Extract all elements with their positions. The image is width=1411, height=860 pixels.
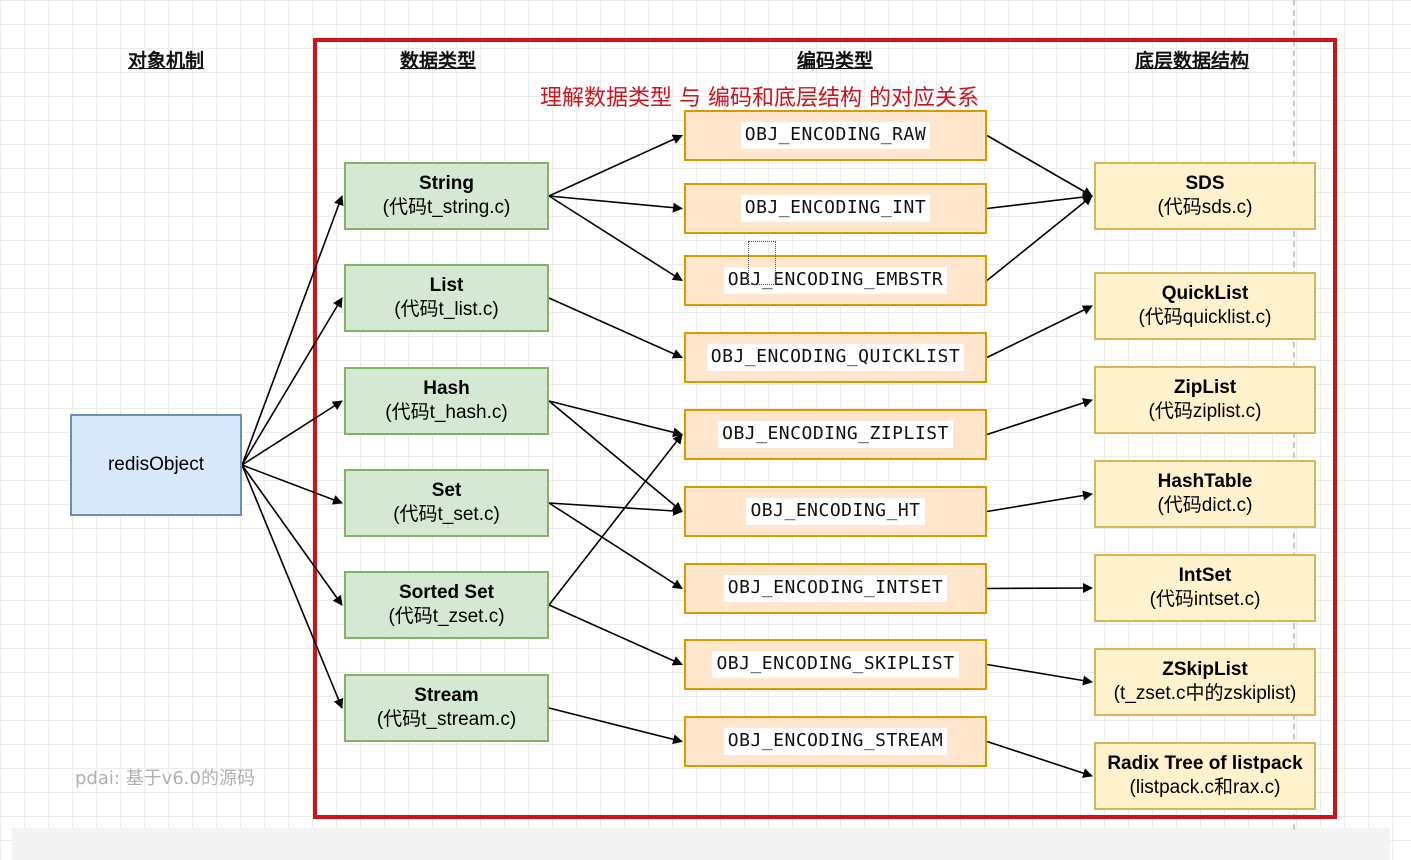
source-watermark: pdai: 基于v6.0的源码 bbox=[75, 768, 255, 789]
connector-arrow bbox=[241, 464, 343, 505]
data-type-source: (代码t_list.c) bbox=[394, 299, 499, 320]
encoding-label: OBJ_ENCODING_INT bbox=[740, 195, 931, 222]
data-type-source: (代码t_stream.c) bbox=[376, 709, 517, 730]
data-type-name: Sorted Set bbox=[398, 582, 495, 604]
data-type-stream[interactable]: Stream (代码t_stream.c) bbox=[344, 674, 549, 742]
selection-marker bbox=[748, 241, 776, 285]
structure-name: IntSet bbox=[1178, 565, 1232, 587]
connector-arrow bbox=[986, 305, 1093, 359]
header-encodings: 编码类型 bbox=[796, 50, 873, 72]
data-type-hash[interactable]: Hash (代码t_hash.c) bbox=[344, 367, 549, 435]
redis-object-node[interactable]: redisObject bbox=[70, 414, 242, 516]
connector-arrow bbox=[986, 490, 1093, 513]
structure-name: Radix Tree of listpack bbox=[1107, 753, 1303, 775]
connector-arrow bbox=[241, 297, 343, 466]
highlight-frame bbox=[313, 38, 1337, 819]
structure-name: ZSkipList bbox=[1162, 659, 1248, 681]
data-type-source: (代码t_string.c) bbox=[382, 197, 511, 218]
structure-name: QuickList bbox=[1161, 283, 1249, 305]
encoding-label: OBJ_ENCODING_RAW bbox=[740, 122, 931, 149]
structure-name: ZipList bbox=[1173, 377, 1237, 399]
structure-ziplist[interactable]: ZipList (代码ziplist.c) bbox=[1094, 366, 1316, 434]
encoding-label: OBJ_ENCODING_EMBSTR bbox=[723, 267, 948, 294]
encoding-label: OBJ_ENCODING_QUICKLIST bbox=[706, 344, 965, 371]
structure-name: SDS bbox=[1185, 173, 1225, 195]
data-type-name: List bbox=[429, 275, 464, 297]
encoding-label: OBJ_ENCODING_ZIPLIST bbox=[718, 421, 953, 448]
structure-source: (代码quicklist.c) bbox=[1138, 307, 1272, 328]
connector-arrow bbox=[986, 583, 1093, 594]
connector-arrow bbox=[548, 707, 683, 745]
structure-sds[interactable]: SDS (代码sds.c) bbox=[1094, 162, 1316, 230]
connector-arrow bbox=[548, 400, 683, 438]
encoding-int[interactable]: OBJ_ENCODING_INT bbox=[684, 183, 987, 234]
encoding-label: OBJ_ENCODING_STREAM bbox=[723, 728, 948, 755]
structure-zskiplist[interactable]: ZSkipList (t_zset.c中的zskiplist) bbox=[1094, 648, 1316, 716]
encoding-label: OBJ_ENCODING_INTSET bbox=[723, 575, 948, 602]
connector-arrow bbox=[986, 192, 1093, 210]
connector-arrow bbox=[548, 400, 683, 513]
encoding-quicklist[interactable]: OBJ_ENCODING_QUICKLIST bbox=[684, 332, 987, 383]
header-object-mechanism: 对象机制 bbox=[127, 50, 204, 72]
connector-arrow bbox=[548, 297, 683, 359]
encoding-ziplist[interactable]: OBJ_ENCODING_ZIPLIST bbox=[684, 409, 987, 460]
connector-arrow bbox=[986, 740, 1093, 778]
encoding-stream[interactable]: OBJ_ENCODING_STREAM bbox=[684, 716, 987, 767]
connector-arrow bbox=[986, 134, 1093, 197]
encoding-embstr[interactable]: OBJ_ENCODING_EMBSTR bbox=[684, 255, 987, 306]
data-type-string[interactable]: String (代码t_string.c) bbox=[344, 162, 549, 230]
encoding-intset[interactable]: OBJ_ENCODING_INTSET bbox=[684, 563, 987, 614]
structure-source: (代码sds.c) bbox=[1157, 197, 1253, 218]
structure-source: (listpack.c和rax.c) bbox=[1129, 777, 1281, 798]
header-data-types: 数据类型 bbox=[399, 50, 476, 72]
encoding-label: OBJ_ENCODING_SKIPLIST bbox=[712, 651, 959, 678]
encoding-raw[interactable]: OBJ_ENCODING_RAW bbox=[684, 110, 987, 161]
connector-arrow bbox=[548, 134, 683, 197]
encoding-ht[interactable]: OBJ_ENCODING_HT bbox=[684, 486, 987, 537]
structure-name: HashTable bbox=[1157, 471, 1253, 493]
data-type-set[interactable]: Set (代码t_set.c) bbox=[344, 469, 549, 537]
connector-arrow bbox=[548, 502, 683, 516]
data-type-name: Set bbox=[431, 480, 462, 502]
data-type-source: (代码t_zset.c) bbox=[388, 606, 505, 627]
connector-arrow bbox=[241, 464, 344, 709]
structure-source: (t_zset.c中的zskiplist) bbox=[1113, 683, 1297, 704]
encoding-skiplist[interactable]: OBJ_ENCODING_SKIPLIST bbox=[684, 639, 987, 690]
connector-arrow bbox=[241, 195, 344, 466]
connector-arrow bbox=[241, 400, 343, 466]
connector-arrow bbox=[986, 195, 1093, 282]
structure-source: (代码dict.c) bbox=[1157, 495, 1253, 516]
redis-object-label: redisObject bbox=[107, 454, 205, 476]
footer-strip bbox=[12, 828, 1390, 860]
connector-arrow bbox=[548, 433, 683, 606]
structure-radix-tree[interactable]: Radix Tree of listpack (listpack.c和rax.c… bbox=[1094, 742, 1316, 810]
structure-source: (代码ziplist.c) bbox=[1148, 401, 1262, 422]
structure-hashtable[interactable]: HashTable (代码dict.c) bbox=[1094, 460, 1316, 528]
connector-arrow bbox=[986, 663, 1093, 686]
data-type-list[interactable]: List (代码t_list.c) bbox=[344, 264, 549, 332]
connector-arrow bbox=[241, 464, 343, 606]
connector-arrow bbox=[548, 195, 683, 282]
connector-arrow bbox=[986, 398, 1093, 436]
data-type-source: (代码t_set.c) bbox=[393, 504, 500, 525]
structure-source: (代码intset.c) bbox=[1149, 589, 1261, 610]
connector-arrow bbox=[548, 195, 683, 213]
structure-intset[interactable]: IntSet (代码intset.c) bbox=[1094, 554, 1316, 622]
connector-arrow bbox=[548, 502, 683, 590]
data-type-name: String bbox=[419, 173, 474, 195]
diagram-subtitle: 理解数据类型 与 编码和底层结构 的对应关系 bbox=[540, 86, 979, 111]
data-type-source: (代码t_hash.c) bbox=[385, 402, 508, 423]
encoding-label: OBJ_ENCODING_HT bbox=[746, 498, 925, 525]
header-underlying-structures: 底层数据结构 bbox=[1134, 50, 1249, 72]
connector-arrow bbox=[548, 604, 683, 666]
structure-quicklist[interactable]: QuickList (代码quicklist.c) bbox=[1094, 272, 1316, 340]
data-type-name: Hash bbox=[423, 378, 470, 400]
data-type-name: Stream bbox=[414, 685, 479, 707]
data-type-sorted-set[interactable]: Sorted Set (代码t_zset.c) bbox=[344, 571, 549, 639]
